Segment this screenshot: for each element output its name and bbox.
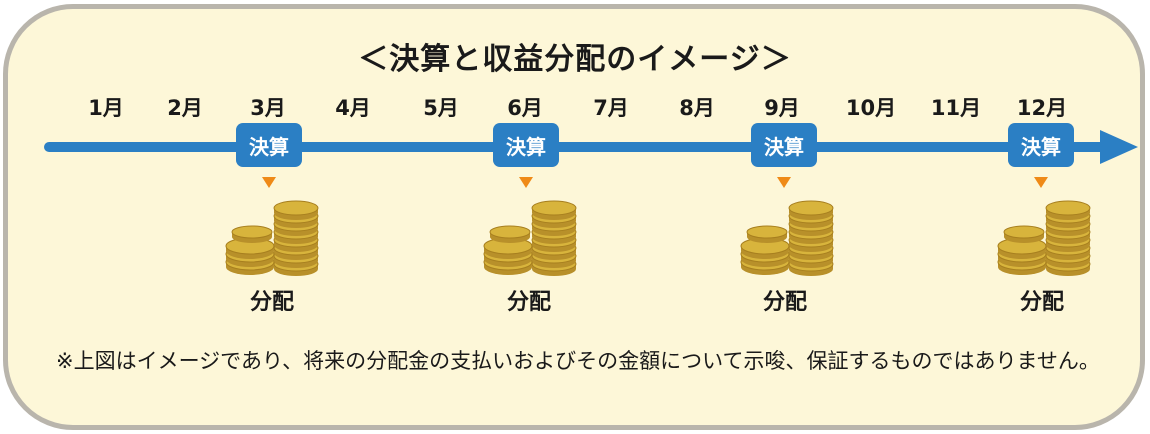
month-label-12: 12月: [1016, 96, 1068, 120]
month-label-5: 5月: [423, 96, 459, 120]
month-label-11: 11月: [930, 96, 982, 120]
settlement-badge-9: 決算: [751, 123, 817, 167]
settlement-badge-12: 決算: [1008, 123, 1074, 167]
month-label-10: 10月: [845, 96, 897, 120]
coin-stack-icon: [988, 198, 1100, 276]
down-triangle-icon: [262, 177, 276, 188]
disclaimer-note: ※上図はイメージであり、将来の分配金の支払いおよびその金額について示唆、保証する…: [56, 349, 1100, 373]
coin-stack-icon: [216, 198, 328, 276]
down-triangle-icon: [519, 177, 533, 188]
distribution-label-3: 分配: [249, 290, 294, 315]
month-label-8: 8月: [679, 96, 715, 120]
distribution-label-6: 分配: [506, 290, 551, 315]
timeline-bar: [44, 142, 1110, 152]
month-label-1: 1月: [88, 96, 124, 120]
diagram-title: ＜決算と収益分配のイメージ＞: [358, 42, 792, 77]
coin-stack-icon: [474, 198, 586, 276]
month-label-4: 4月: [335, 96, 371, 120]
distribution-label-9: 分配: [762, 290, 807, 315]
coin-stack-icon: [731, 198, 843, 276]
month-label-7: 7月: [593, 96, 629, 120]
distribution-label-12: 分配: [1019, 290, 1064, 315]
down-triangle-icon: [1034, 177, 1048, 188]
month-label-2: 2月: [167, 96, 203, 120]
timeline-arrowhead-icon: [1100, 130, 1138, 164]
settlement-badge-3: 決算: [236, 123, 302, 167]
settlement-badge-6: 決算: [493, 123, 559, 167]
month-label-3: 3月: [250, 96, 286, 120]
month-label-9: 9月: [764, 96, 800, 120]
down-triangle-icon: [777, 177, 791, 188]
month-label-6: 6月: [507, 96, 543, 120]
